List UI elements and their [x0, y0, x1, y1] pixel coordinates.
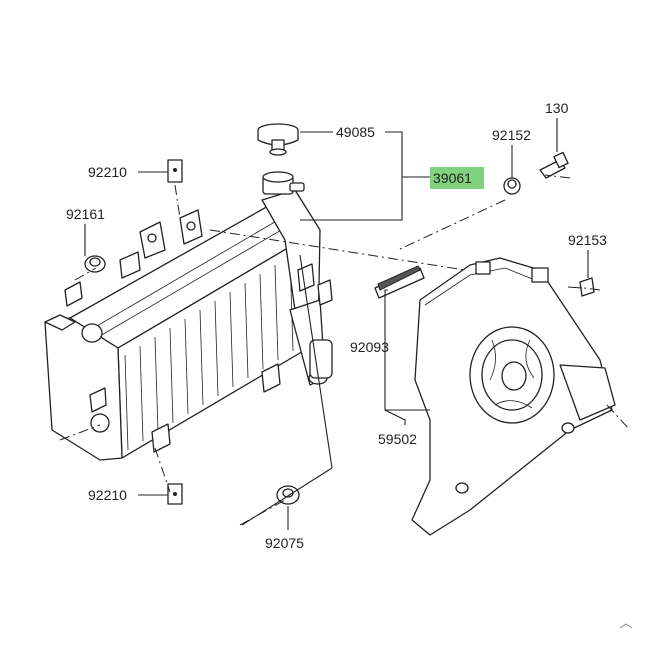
corner-mark-icon — [619, 623, 633, 629]
bolt-92153 — [567, 277, 595, 297]
label-92075: 92075 — [265, 535, 304, 551]
label-130: 130 — [545, 100, 569, 116]
label-92153: 92153 — [568, 232, 607, 248]
part-labels: 130 49085 92152 92210 39061 92161 92153 … — [66, 100, 607, 551]
clip-92210-bottom — [167, 483, 183, 505]
fan-shroud-assembly — [411, 257, 616, 536]
seal-92093 — [374, 265, 425, 299]
label-39061: 39061 — [433, 170, 472, 186]
label-92210-bottom: 92210 — [88, 487, 127, 503]
clip-92210-top — [167, 159, 183, 183]
label-92210-top: 92210 — [88, 164, 127, 180]
alignment-lines — [59, 174, 631, 526]
radiator-cap — [257, 123, 299, 156]
collar-92152 — [503, 177, 521, 195]
label-92161: 92161 — [66, 206, 105, 222]
label-92093: 92093 — [350, 339, 389, 355]
label-92152: 92152 — [492, 127, 531, 143]
label-49085: 49085 — [336, 124, 375, 140]
grommet-92161 — [84, 255, 106, 273]
label-59502: 59502 — [378, 431, 417, 447]
label-39061-highlight — [430, 167, 484, 189]
leader-lines — [84, 118, 589, 530]
radiator-core — [44, 171, 333, 461]
bolt-130 — [539, 151, 569, 179]
